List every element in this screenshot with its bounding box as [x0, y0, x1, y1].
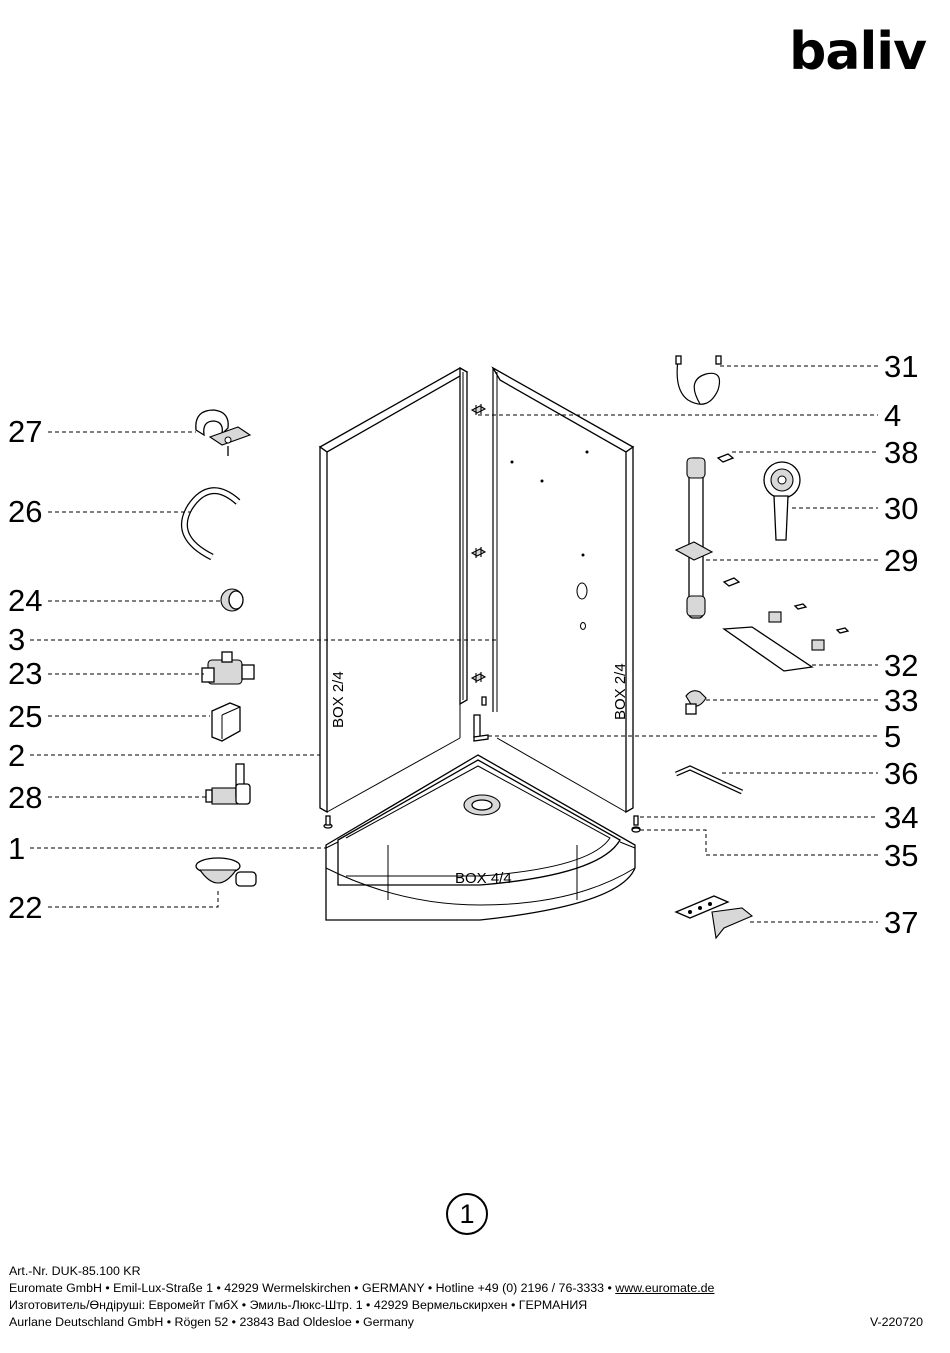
- part-33-elbow-connector: [685, 690, 707, 715]
- part-number-28: 28: [8, 780, 42, 815]
- part-23-valve: [201, 651, 255, 685]
- part-32-shelf: [722, 603, 850, 672]
- part-number-5: 5: [884, 719, 901, 754]
- importer-line: Aurlane Deutschland GmbH • Rögen 52 • 23…: [9, 1315, 414, 1329]
- part-number-30: 30: [884, 491, 918, 526]
- box-label-tray: BOX 4/4: [455, 870, 512, 887]
- part-number-25: 25: [8, 699, 42, 734]
- part-36-allen-key: [675, 765, 744, 795]
- part-31-shower-hose: [675, 355, 722, 405]
- footer: Art.-Nr. DUK-85.100 KR Euromate GmbH • E…: [9, 1263, 714, 1331]
- box-label-left: BOX 2/4: [330, 671, 347, 728]
- manufacturer-line: Euromate GmbH • Emil-Lux-Straße 1 • 4292…: [9, 1280, 714, 1297]
- part-number-32: 32: [884, 648, 918, 683]
- website-link[interactable]: www.euromate.de: [615, 1281, 715, 1295]
- part-number-26: 26: [8, 494, 42, 529]
- part-numbers: 27 26 24 3 23 25 2 28 1 22 31 4 38 30 29…: [8, 349, 918, 940]
- part-number-22: 22: [8, 890, 42, 925]
- part-34-35-washers: [631, 827, 641, 833]
- part-number-36: 36: [884, 756, 918, 791]
- left-wall-panel: [318, 366, 469, 814]
- part-37-bracket: [674, 895, 754, 940]
- part-24-cap: [220, 588, 244, 612]
- part-number-4: 4: [884, 398, 901, 433]
- leader-lines: [30, 365, 878, 923]
- article-number: Art.-Nr. DUK-85.100 KR: [9, 1264, 141, 1278]
- part-number-33: 33: [884, 683, 918, 718]
- part-number-1: 1: [8, 831, 25, 866]
- part-number-31: 31: [884, 349, 918, 384]
- part-number-38: 38: [884, 435, 918, 470]
- manufacturer-text: Euromate GmbH • Emil-Lux-Straße 1 • 4292…: [9, 1281, 616, 1295]
- part-number-24: 24: [8, 583, 42, 618]
- part-25-cover: [211, 702, 241, 742]
- hinge-set: [470, 404, 489, 742]
- part-26-hose: [180, 487, 241, 561]
- part-27-pipe-clamp: [195, 409, 252, 456]
- manufacturer-line-ru: Изготовитель/Өндіруші: Евромейт ГмбХ • Э…: [9, 1298, 588, 1312]
- part-22-drain: [195, 857, 257, 887]
- box-label-right: BOX 2/4: [612, 663, 629, 720]
- part-number-27: 27: [8, 414, 42, 449]
- part-number-3: 3: [8, 622, 25, 657]
- version-code: V-220720: [869, 1315, 923, 1329]
- part-number-37: 37: [884, 905, 918, 940]
- part-29-slide-rail: [674, 453, 741, 619]
- part-number-29: 29: [884, 543, 918, 578]
- brand-logo: baliv: [789, 22, 927, 82]
- right-wall-panel: [491, 366, 635, 814]
- part-28-elbow: [205, 763, 251, 805]
- part-30-hand-shower: [763, 461, 801, 541]
- part-number-34: 34: [884, 800, 918, 835]
- part-number-35: 35: [884, 838, 918, 873]
- page-number: 1: [446, 1193, 488, 1235]
- part-number-2: 2: [8, 738, 25, 773]
- shower-tray: [325, 754, 636, 921]
- part-number-23: 23: [8, 656, 42, 691]
